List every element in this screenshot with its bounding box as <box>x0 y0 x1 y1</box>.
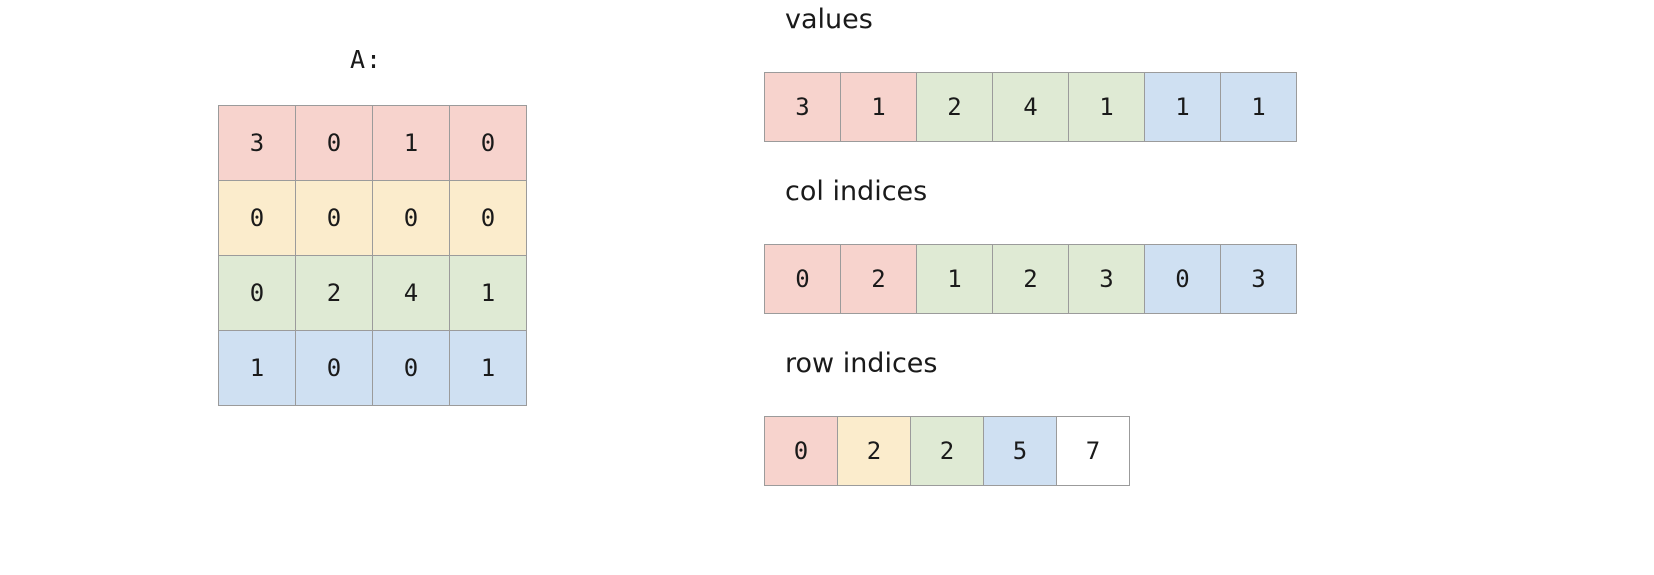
col-indices-cell: 3 <box>1068 244 1145 314</box>
col-indices-cell: 3 <box>1220 244 1297 314</box>
row-indices-cell: 5 <box>983 416 1057 486</box>
col-indices-cell: 2 <box>992 244 1069 314</box>
page-title: A: <box>349 45 383 74</box>
matrix-cell: 0 <box>372 330 450 406</box>
matrix-cell: 0 <box>218 255 296 331</box>
values-array-label: values <box>785 4 873 35</box>
values-cell: 1 <box>1220 72 1297 142</box>
row-indices-cell: 2 <box>837 416 911 486</box>
matrix-cell: 3 <box>218 105 296 181</box>
values-cell: 3 <box>764 72 841 142</box>
matrix-cell: 1 <box>372 105 450 181</box>
matrix-cell: 1 <box>218 330 296 406</box>
matrix-cell: 1 <box>449 330 527 406</box>
values-cell: 4 <box>992 72 1069 142</box>
matrix-cell: 2 <box>295 255 373 331</box>
col-indices-cell: 1 <box>916 244 993 314</box>
row-indices-cell: 0 <box>764 416 838 486</box>
row-indices-cell: 2 <box>910 416 984 486</box>
matrix-cell: 0 <box>449 105 527 181</box>
matrix-cell: 4 <box>372 255 450 331</box>
matrix-cell: 1 <box>449 255 527 331</box>
values-cell: 1 <box>1068 72 1145 142</box>
col-indices-array-label: col indices <box>785 176 928 207</box>
matrix-cell: 0 <box>218 180 296 256</box>
values-cell: 1 <box>840 72 917 142</box>
matrix-cell: 0 <box>295 180 373 256</box>
col-indices-cell: 2 <box>840 244 917 314</box>
matrix-cell: 0 <box>449 180 527 256</box>
values-cell: 1 <box>1144 72 1221 142</box>
row-indices-cell: 7 <box>1056 416 1130 486</box>
col-indices-cell: 0 <box>1144 244 1221 314</box>
values-cell: 2 <box>916 72 993 142</box>
matrix-cell: 0 <box>295 105 373 181</box>
col-indices-cell: 0 <box>764 244 841 314</box>
row-indices-array-label: row indices <box>785 348 938 379</box>
matrix-cell: 0 <box>295 330 373 406</box>
matrix-cell: 0 <box>372 180 450 256</box>
